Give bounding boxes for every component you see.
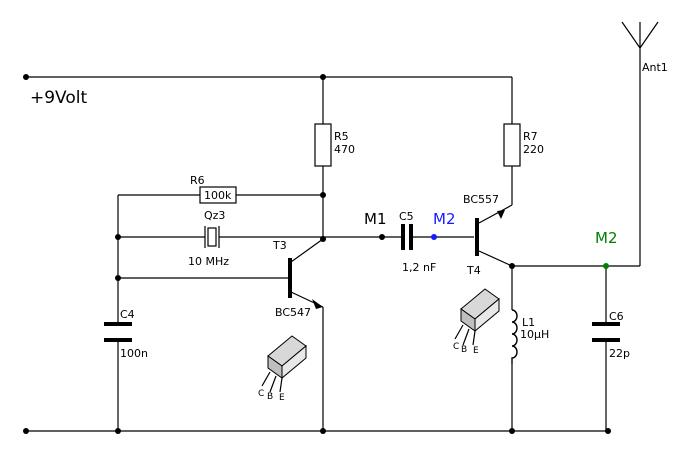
t4-name: T4: [466, 264, 481, 277]
m2-blue-dot: [431, 234, 437, 240]
t3-type: BC547: [275, 306, 311, 319]
antenna-name: Ant1: [642, 61, 668, 74]
t3-package-icon: [261, 335, 307, 393]
supply-label: +9Volt: [30, 88, 87, 108]
r7-name: R7: [523, 130, 538, 143]
l1-value: 10µH: [520, 328, 549, 341]
l1-inductor: [511, 309, 518, 364]
t4-collector-line: [478, 250, 513, 267]
t3-transistor: [288, 258, 323, 309]
r6-value: 100k: [204, 189, 232, 202]
c5-value: 1,2 nF: [402, 261, 436, 274]
c4-value: 100n: [120, 347, 148, 360]
qz3-value: 10 MHz: [188, 255, 229, 268]
t4-pin-b: B: [461, 345, 467, 355]
m1-label: M1: [364, 210, 387, 228]
r5-resistor: [314, 123, 332, 167]
t3-name: T3: [272, 239, 287, 252]
r5-name: R5: [334, 130, 349, 143]
r7-resistor: [503, 123, 521, 167]
t4-type: BC557: [463, 193, 499, 206]
t3-collector-line: [290, 238, 324, 263]
t3-pin-b: B: [267, 392, 273, 402]
t4-transistor: [475, 210, 505, 256]
r5-value: 470: [334, 143, 355, 156]
qz3-name: Qz3: [204, 209, 225, 222]
c6-value: 22p: [609, 347, 630, 360]
junction-dots: [23, 74, 611, 434]
c4-capacitor: [104, 322, 132, 342]
t4-emitter-line: [478, 204, 513, 224]
qz3-crystal: [204, 226, 220, 248]
m2-blue-label: M2: [433, 210, 456, 228]
c5-name: C5: [399, 210, 414, 223]
c6-name: C6: [609, 310, 624, 323]
antenna-icon: [621, 21, 659, 49]
c6-capacitor: [592, 322, 620, 342]
m2-green-label: M2: [595, 229, 618, 247]
c5-capacitor: [401, 224, 413, 250]
t4-pin-e: E: [473, 346, 479, 356]
t3-pin-c: C: [258, 389, 264, 399]
r7-value: 220: [523, 143, 544, 156]
t4-package-icon: [454, 288, 500, 346]
c4-name: C4: [120, 308, 135, 321]
t4-pin-c: C: [453, 342, 459, 352]
r6-resistor: [199, 186, 237, 204]
m2-green-dot: [603, 263, 609, 269]
l1-name: L1: [522, 316, 535, 329]
wires: [26, 22, 641, 432]
t3-pin-e: E: [279, 393, 285, 403]
r6-name: R6: [190, 174, 205, 187]
